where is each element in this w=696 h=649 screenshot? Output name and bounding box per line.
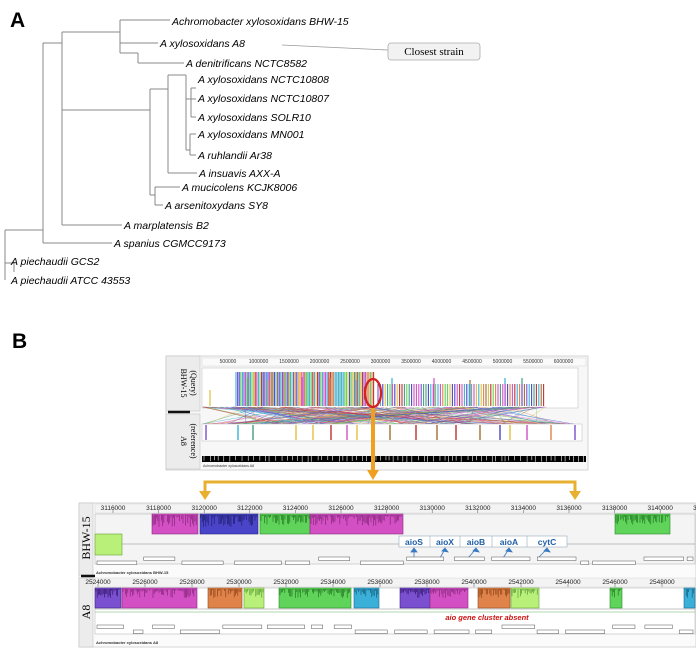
scale-tick-label: 2540000 [461,579,487,586]
taxon-label: A xylosoxidans NCTC10808 [197,74,329,86]
scale-tick-label: 3122000 [237,505,263,512]
scale-tick-label: 5500000 [523,359,543,365]
taxon-label: A marplatensis B2 [123,220,209,232]
scale-tick-label: 2000000 [310,359,330,365]
scale-tick-label: 3130000 [420,505,446,512]
query-sublabel: (Query) [189,370,198,396]
zoom-bottom-genome-name: Achromobacter xylosoxidans A8 [96,640,159,645]
panel-b-letter: B [12,330,27,353]
scale-tick-label: 3124000 [283,505,309,512]
gene-label: aioB [467,537,485,547]
reference-label: A8 [179,436,188,446]
taxon-label: A piechaudii GCS2 [10,256,99,268]
zoom-bottom-label: A8 [79,605,93,620]
overview-scale-ticks: 500000 1000000 1500000 2000000 2500000 300000… [220,359,574,365]
zoom-top-scale-ticks: 3116000 3118000 3120000 3122000 3124000 31260… [101,505,696,513]
scale-tick-label: 2528000 [179,579,205,586]
zoom-arrows [199,408,581,500]
aio-region-highlight [363,377,383,409]
query-label-box [165,355,201,412]
scale-tick-label: 3136000 [556,505,582,512]
reference-label-box [165,413,201,470]
reference-feature-track [202,456,586,462]
taxon-label: A xylosoxidans NCTC10807 [197,93,330,105]
scale-tick-label: 2538000 [414,579,440,586]
callout-text: Closest strain [404,46,464,58]
gene-label: aioS [405,537,423,547]
taxon-label: A xylosoxidans SOLR10 [197,112,311,124]
scale-tick-label: 3128000 [374,505,400,512]
scale-tick-label: 3134000 [511,505,537,512]
synteny-lines [201,406,574,425]
top-gene-features [96,556,694,565]
top-similarity-profile [152,515,670,527]
taxon-label: A arsenitoxydans SY8 [164,200,268,212]
zoom-top-label: BHW-15 [79,516,93,559]
zoom-top-genome-name: Achromobacter xylosoxidans BHW-15 [96,570,169,575]
scale-tick-label: 4000000 [432,359,452,365]
scale-tick-label: 3126000 [328,505,354,512]
scale-tick-label: 500000 [220,359,237,365]
taxon-label: A insuavis AXX-A [198,168,281,180]
scale-tick-label: 3500000 [401,359,421,365]
scale-tick-label: 2548000 [649,579,675,586]
taxon-label: A mucicolens KCJK8006 [181,182,297,194]
query-label: BHW-15 [179,369,188,398]
overview-reference-name: Achromobacter xylosoxidans A8 [203,464,254,468]
scale-tick-label: 3132000 [465,505,491,512]
reference-feature-gaps [203,456,585,462]
scale-tick-label: 2542000 [508,579,534,586]
bottom-gene-features [96,624,694,634]
top-lcb-blocks [94,513,671,556]
gene-label: aioX [436,537,454,547]
scale-tick-label: 2500000 [340,359,360,365]
taxon-label: Achromobacter xylosoxidans BHW-15 [171,16,349,28]
scale-tick-label: 5000000 [493,359,513,365]
taxon-label: A piechaudii ATCC 43553 [10,275,130,287]
scale-tick-label: 3120000 [192,505,218,512]
scale-tick-label: 1000000 [249,359,269,365]
scale-tick-label: 3118000 [146,505,171,512]
scale-tick-label: 3000000 [371,359,391,365]
taxon-label: A ruhlandii Ar38 [197,150,272,162]
aio-gene-cluster: aioS aioX aioB aioA cytC [398,535,568,559]
scale-tick-label: 2544000 [555,579,581,586]
scale-tick-label: 2532000 [273,579,299,586]
absent-note: aio gene cluster absent [445,613,529,622]
taxon-label: A spanius CGMCC9173 [113,238,226,250]
scale-tick-label: 3116000 [101,505,126,512]
scale-tick-label: 3138000 [602,505,628,512]
genome-overview: BHW-15 (Query) A8 (reference) 500000 1000… [165,355,589,471]
scale-tick-label: 4500000 [462,359,482,365]
zoom-bottom-scale-ticks: 2524000 2526000 2528000 2530000 2532000 25340… [85,579,675,587]
scale-tick-label: 2534000 [320,579,346,586]
callout-leader [281,44,389,51]
panel-a-letter: A [10,9,25,32]
gene-label: aioA [500,537,518,547]
phylogenetic-tree [4,19,197,280]
bottom-lcb-blocks [94,587,696,609]
gene-label: cytC [538,537,556,547]
scale-tick-label: 2546000 [602,579,628,586]
scale-tick-label: 3140000 [648,505,674,512]
scale-tick-label: 1500000 [279,359,299,365]
scale-tick-label: 2526000 [132,579,158,586]
taxon-labels: Achromobacter xylosoxidans BHW-15 A xylo… [10,16,349,287]
callout-box [387,42,481,61]
reference-sublabel: (reference) [189,423,198,458]
scale-tick-label: 2524000 [85,579,111,586]
scale-tick-label: 3142000 [693,505,696,512]
taxon-label: A denitrificans NCTC8582 [185,58,307,70]
scale-tick-label: 2530000 [226,579,252,586]
bottom-similarity-profile [95,589,694,598]
taxon-label: A xylosoxidans MN001 [197,129,304,141]
scale-tick-label: 2536000 [367,579,393,586]
scale-tick-label: 6000000 [554,359,574,365]
taxon-label: A xylosoxidans A8 [159,38,245,50]
